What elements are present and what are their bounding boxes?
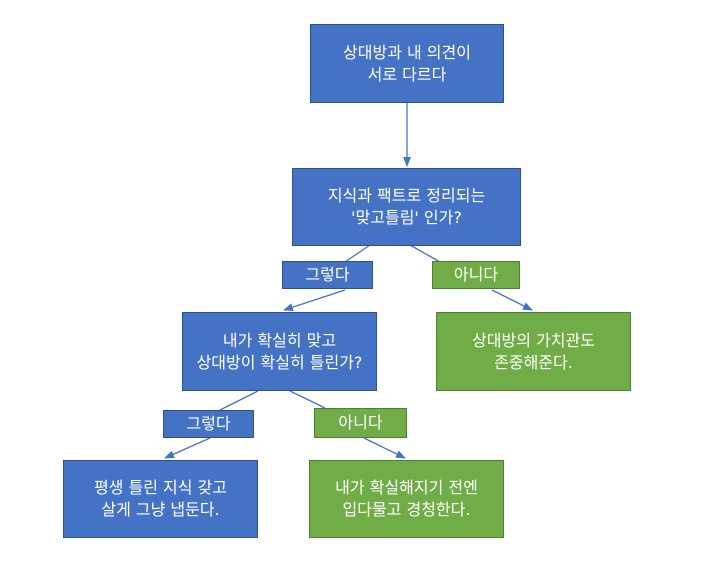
node-question-certain: 내가 확실히 맞고 상대방이 확실히 틀린가? xyxy=(182,312,377,391)
line-q2-to-labels-left xyxy=(219,390,259,411)
node-leave-them-wrong: 평생 틀린 지식 갖고 살게 그냥 냅둔다. xyxy=(63,460,258,538)
arrow-q2-to-live-wrong xyxy=(164,437,211,459)
node-question-fact: 지식과 팩트로 정리되는 '맞고틀림' 인가? xyxy=(292,168,521,246)
arrow-q1-to-q2 xyxy=(283,289,346,311)
label-q1-no: 아니다 xyxy=(432,261,520,289)
line-q1-to-labels-left xyxy=(344,244,371,263)
label-q2-yes: 그렇다 xyxy=(163,410,254,438)
node-start: 상대방과 내 의견이 서로 다르다 xyxy=(310,24,504,103)
label-q2-no: 아니다 xyxy=(314,408,407,438)
line-q1-to-labels-right xyxy=(409,244,441,263)
label-q1-yes: 그렇다 xyxy=(282,261,373,289)
node-listen-quietly: 내가 확실해지기 전엔 입다물고 경청한다. xyxy=(309,460,504,538)
arrow-q2-to-listen xyxy=(363,437,406,459)
arrow-q1-to-respect xyxy=(491,289,533,311)
node-respect-values: 상대방의 가치관도 존중해준다. xyxy=(436,312,631,391)
line-q2-to-labels-right xyxy=(289,390,326,409)
